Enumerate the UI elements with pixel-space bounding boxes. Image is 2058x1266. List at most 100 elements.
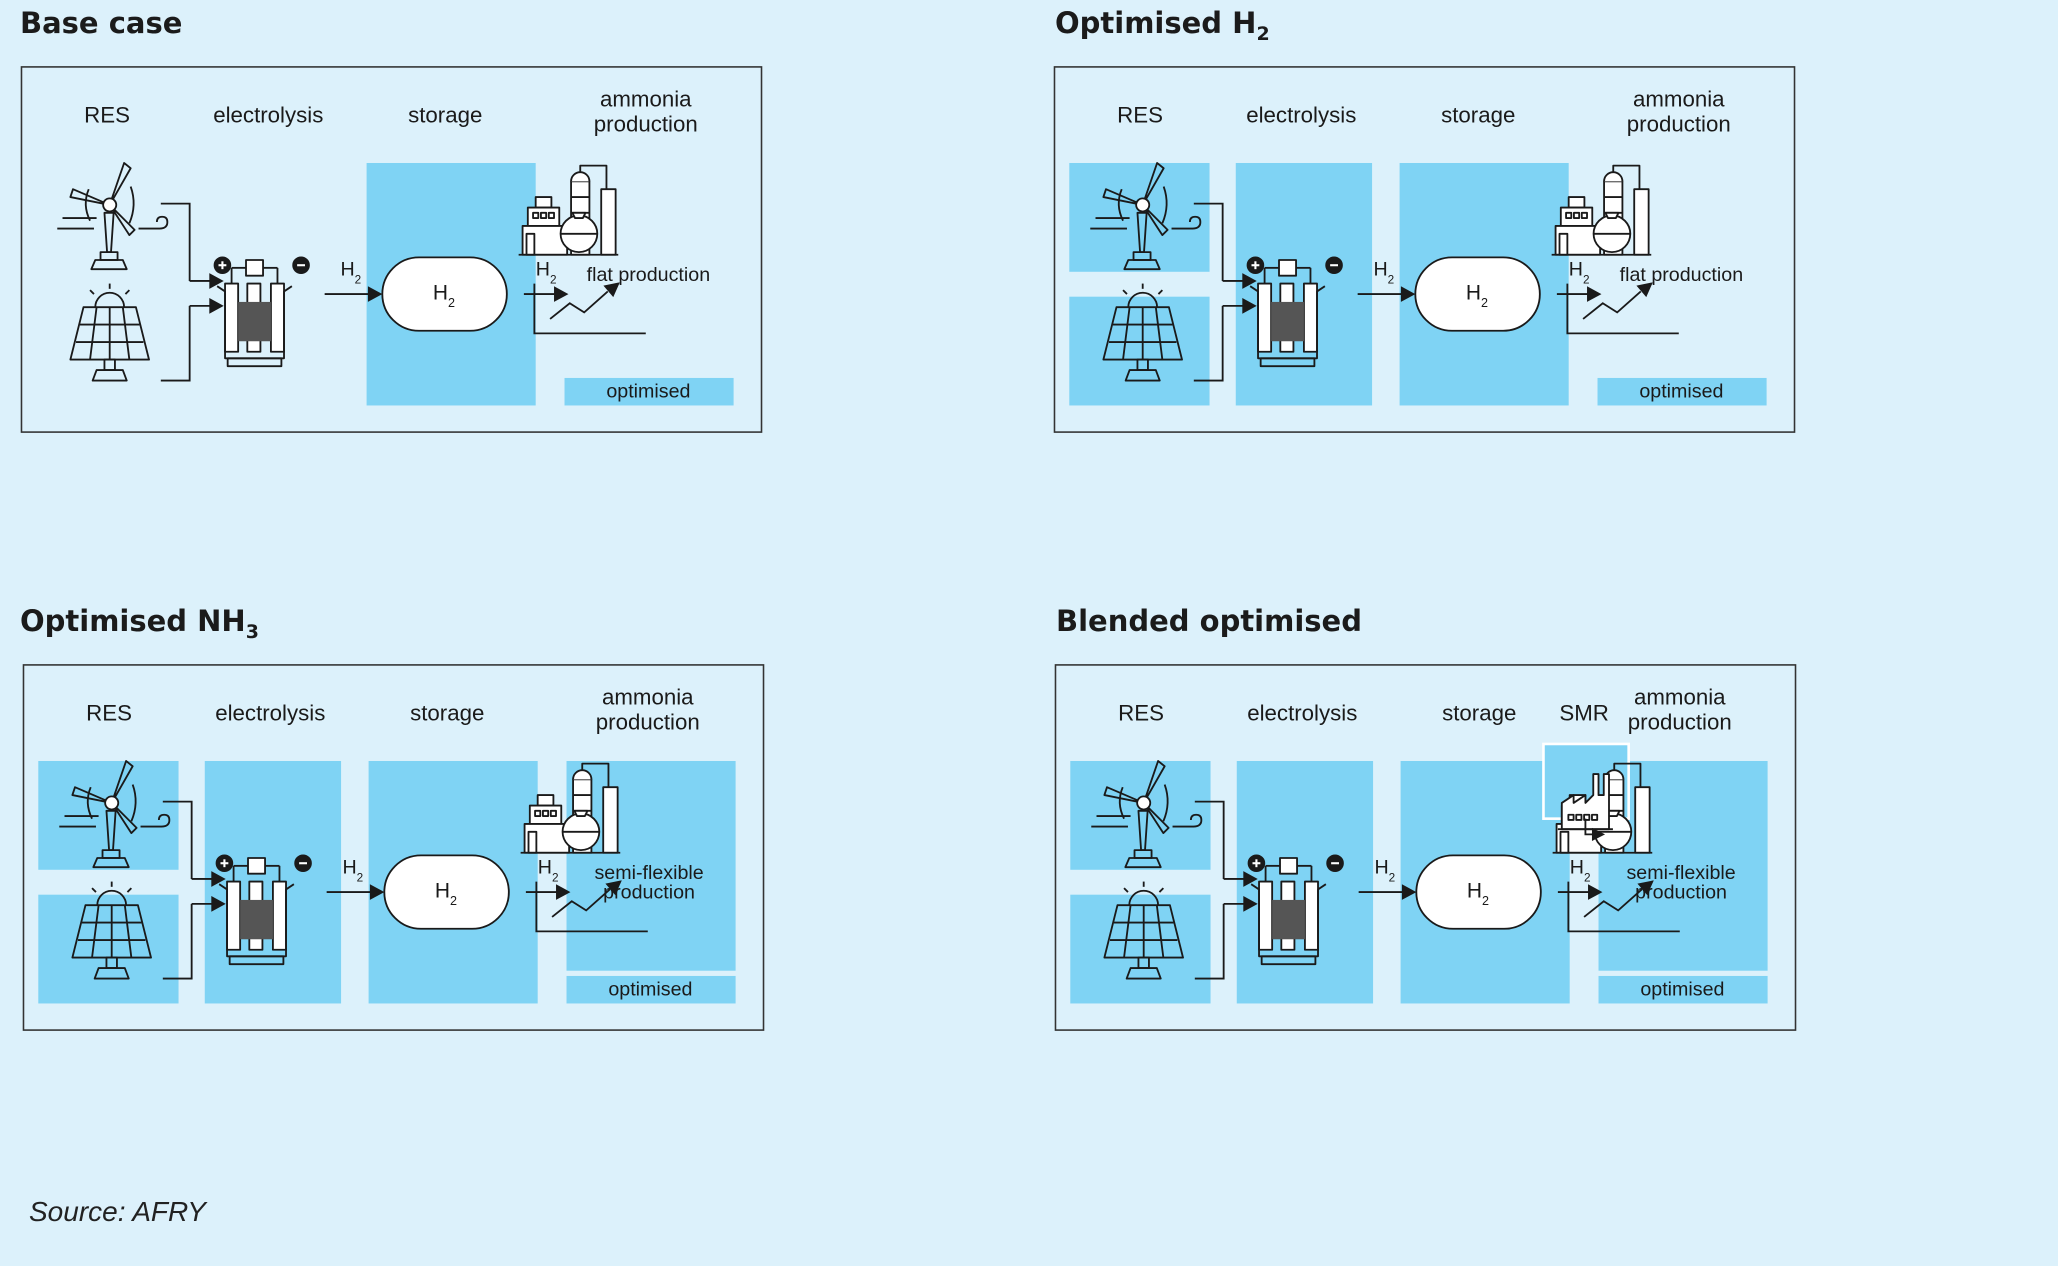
stage-label-smr: SMR [1559, 700, 1608, 725]
flow-label-h2-ammonia: H2 [1569, 259, 1590, 287]
solar-panel-icon [71, 881, 152, 980]
flow-label-h2-ammonia: H2 [536, 259, 557, 287]
res-solar-highlight [1070, 894, 1211, 1004]
optimised-band [1598, 975, 1768, 1004]
flow-label-h2: H2 [1373, 259, 1394, 287]
arrow-solar-to-electrolysis [191, 895, 226, 912]
optimised-label: optimised [606, 381, 690, 403]
arrow-electrolysis-to-storage [1357, 286, 1416, 302]
wind-turbine-icon [59, 760, 171, 869]
stage-label-ammonia-line1: ammonia [1633, 87, 1725, 112]
optimised-label: optimised [608, 979, 692, 1001]
stage-label-ammonia-line1: ammonia [1634, 685, 1726, 710]
blended-optimised-title: Blended optimised [1056, 604, 1362, 638]
ammonia-highlight [566, 760, 736, 971]
source-note: Source: AFRY [29, 1196, 206, 1227]
stage-label-ammonia-line2: production [1627, 112, 1731, 137]
panel-border [22, 664, 765, 1031]
trend-chart-icon [1567, 880, 1680, 933]
arrow-solar-to-electrolysis [189, 297, 224, 314]
wind-turbine-icon [1090, 162, 1202, 271]
arrow-storage-to-ammonia [525, 884, 571, 900]
arrow-storage-to-ammonia [1557, 884, 1603, 900]
tank-label-h2: H2 [433, 281, 455, 310]
base-case-title: Base case [20, 6, 182, 40]
solar-panel-icon [1103, 881, 1184, 980]
stage-label-electrolysis: electrolysis [1247, 700, 1357, 725]
arrow-storage-to-ammonia [1556, 286, 1602, 302]
production-label-line2: production [1635, 882, 1727, 904]
connector-solar [1194, 903, 1225, 980]
arrow-solar-to-electrolysis [1223, 895, 1258, 912]
optimised-h2-title: Optimised H2 [1055, 6, 1270, 45]
connector-wind [162, 800, 193, 879]
optimised-h2-panel: RES electrolysis storage ammoniaproductionH… [1053, 66, 1796, 433]
solar-panel-icon [69, 283, 150, 382]
optimised-h2-title-subscript: 2 [1256, 22, 1270, 45]
optimised-label: optimised [1640, 979, 1724, 1001]
optimised-nh3-title-text: Optimised NH [20, 604, 246, 638]
storage-tank-icon [1415, 854, 1542, 930]
panel-border [1054, 664, 1797, 1031]
optimised-band [566, 975, 736, 1004]
arrow-electrolysis-to-storage [324, 286, 383, 302]
arrow-smr-to-ammonia [1591, 827, 1606, 841]
stage-label-ammonia-line2: production [596, 710, 700, 735]
stage-label-res: RES [86, 700, 132, 725]
flow-label-h2: H2 [1374, 857, 1395, 885]
optimised-nh3-title: Optimised NH3 [20, 604, 259, 643]
stage-label-ammonia-line2: production [594, 112, 698, 137]
res-wind-highlight [38, 760, 179, 870]
res-wind-highlight [1070, 760, 1211, 870]
connector-solar [1193, 305, 1224, 382]
optimised-h2-title-text: Optimised H [1055, 6, 1257, 40]
arrow-wind-to-electrolysis [189, 273, 224, 289]
stage-label-storage: storage [1442, 700, 1516, 725]
connector-solar [160, 305, 191, 382]
tank-label-h2: H2 [1467, 879, 1489, 908]
electrolyser-icon [1246, 256, 1343, 368]
arrow-solar-to-electrolysis [1222, 297, 1257, 314]
flow-label-h2: H2 [342, 857, 363, 885]
stage-label-res: RES [1118, 700, 1164, 725]
production-label-line1: semi-flexible [594, 862, 703, 884]
wind-turbine-icon [57, 162, 169, 271]
electrolyser-icon [215, 854, 312, 966]
base-case-title-text: Base case [20, 6, 183, 40]
trend-chart-icon [533, 282, 646, 335]
optimised-band [1597, 377, 1767, 406]
flow-label-h2-ammonia: H2 [1570, 857, 1591, 885]
flow-label-h2: H2 [340, 259, 361, 287]
stage-label-res: RES [1117, 102, 1163, 127]
ammonia-plant-icon [518, 164, 619, 256]
ammonia-plant-icon [1551, 164, 1652, 256]
wind-turbine-icon [1091, 760, 1203, 869]
smr-factory-icon [1557, 773, 1613, 831]
production-label: flat production [1620, 264, 1743, 286]
flow-label-h2-ammonia: H2 [538, 857, 559, 885]
optimised-nh3-title-subscript: 3 [245, 620, 259, 643]
res-solar-highlight [1069, 296, 1210, 406]
storage-tank-icon [381, 256, 508, 332]
ammonia-plant-icon [520, 762, 621, 854]
stage-label-electrolysis: electrolysis [215, 700, 325, 725]
stage-label-ammonia-line1: ammonia [602, 685, 694, 710]
storage-tank-icon [1414, 256, 1541, 332]
stage-label-ammonia-line2: production [1628, 710, 1732, 735]
panel-border [20, 66, 763, 433]
production-label: flat production [587, 264, 710, 286]
connector-solar [162, 903, 193, 980]
solar-panel-icon [1102, 283, 1183, 382]
stage-label-storage: storage [408, 102, 482, 127]
trend-chart-icon [1566, 282, 1679, 335]
connector-wind [1194, 800, 1225, 879]
stage-label-storage: storage [1441, 102, 1515, 127]
stage-label-electrolysis: electrolysis [1246, 102, 1356, 127]
connector-wind [1193, 202, 1224, 281]
optimised-band [564, 377, 734, 406]
tank-label-h2: H2 [1466, 281, 1488, 310]
arrow-wind-to-electrolysis [1223, 871, 1258, 887]
stage-label-res: RES [84, 102, 130, 127]
